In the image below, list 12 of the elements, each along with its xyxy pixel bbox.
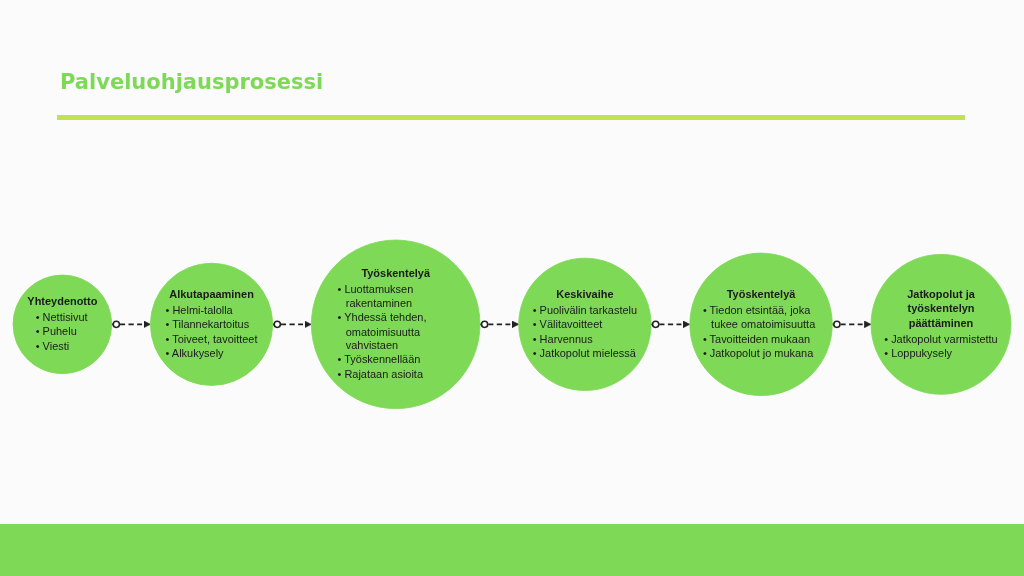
node-circle: Yhteydenotto • Nettisivut • Puhelu • Viesti <box>12 274 113 374</box>
arrow <box>479 320 520 328</box>
node-circle: Työskentelyä • Luottamuksen rakentaminen • Yhdessä tehden, omatoimisuutta vahvistaen • Työskennellään • Rajataan asioita <box>311 239 481 409</box>
node-circle: Alkutapaaminen • Helmi-talolla • Tilannekartoitus • Toiveet, tavoitteet • Alkukysely <box>150 262 274 386</box>
arrow <box>110 320 151 328</box>
arrow <box>831 320 872 328</box>
arrow <box>650 320 691 328</box>
node-circle: Keskivaihe • Puolivälin tarkastelu • Välitavoitteet • Harvennus • Jatkopolut mielessä <box>518 257 652 391</box>
arrow <box>271 320 312 328</box>
node-circle: Työskentelyä • Tiedon etsintää, joka tukee omatoimisuutta • Tavoitteiden mukaan • Jatkopolut jo mukana <box>689 252 833 396</box>
title: Palveluohjausprosessi <box>60 70 324 94</box>
node-circle: Jatkopolut ja työskentelyn päättäminen • Jatkopolut varmistettu • Loppukysely <box>870 253 1012 395</box>
